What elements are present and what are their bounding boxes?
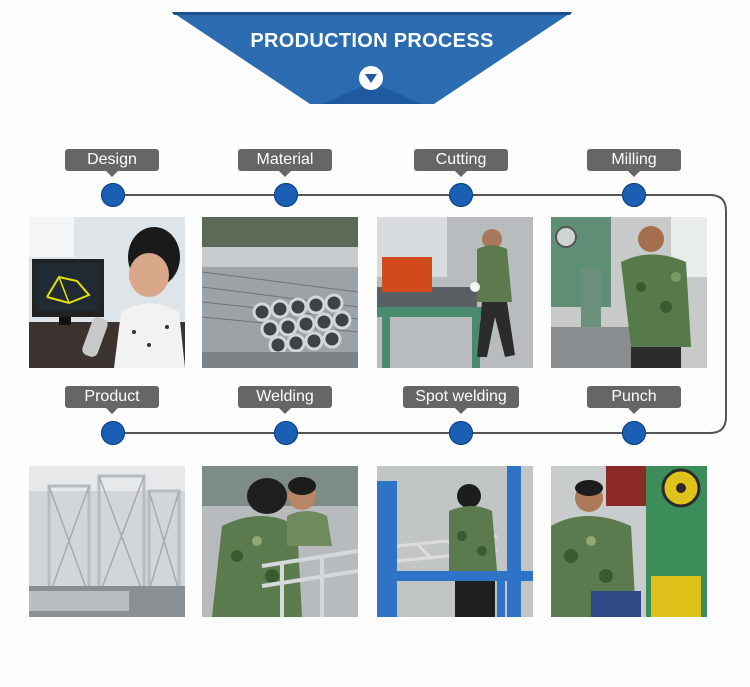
step-label-punch: Punch <box>587 386 681 414</box>
step-dot-cutting <box>449 183 473 207</box>
step-dot-design <box>101 183 125 207</box>
step-label-product: Product <box>65 386 159 414</box>
step-dot-welding <box>274 421 298 445</box>
step-dot-punch <box>622 421 646 445</box>
step-label-welding: Welding <box>238 386 332 414</box>
step-dot-milling <box>622 183 646 207</box>
welders-at-truss-photo <box>202 466 358 617</box>
page-title: PRODUCTION PROCESS <box>250 30 494 52</box>
worker-at-milling-machine-photo <box>551 217 707 368</box>
step-dot-spot-welding <box>449 421 473 445</box>
chevron-down-circle-icon <box>359 66 383 90</box>
worker-at-punch-press-photo <box>551 466 707 617</box>
spot-welder-at-bench-photo <box>377 466 533 617</box>
finished-truss-structures-photo <box>29 466 185 617</box>
title-banner <box>172 12 572 104</box>
step-dot-product <box>101 421 125 445</box>
step-label-design: Design <box>65 149 159 177</box>
worker-at-cutting-machine-photo <box>377 217 533 368</box>
step-label-cutting: Cutting <box>414 149 508 177</box>
engineer-at-cad-computer-photo <box>29 217 185 368</box>
step-dot-material <box>274 183 298 207</box>
aluminum-tubes-stack-photo <box>202 217 358 368</box>
step-label-spot-welding: Spot welding <box>403 386 519 414</box>
step-label-milling: Milling <box>587 149 681 177</box>
step-label-material: Material <box>238 149 332 177</box>
